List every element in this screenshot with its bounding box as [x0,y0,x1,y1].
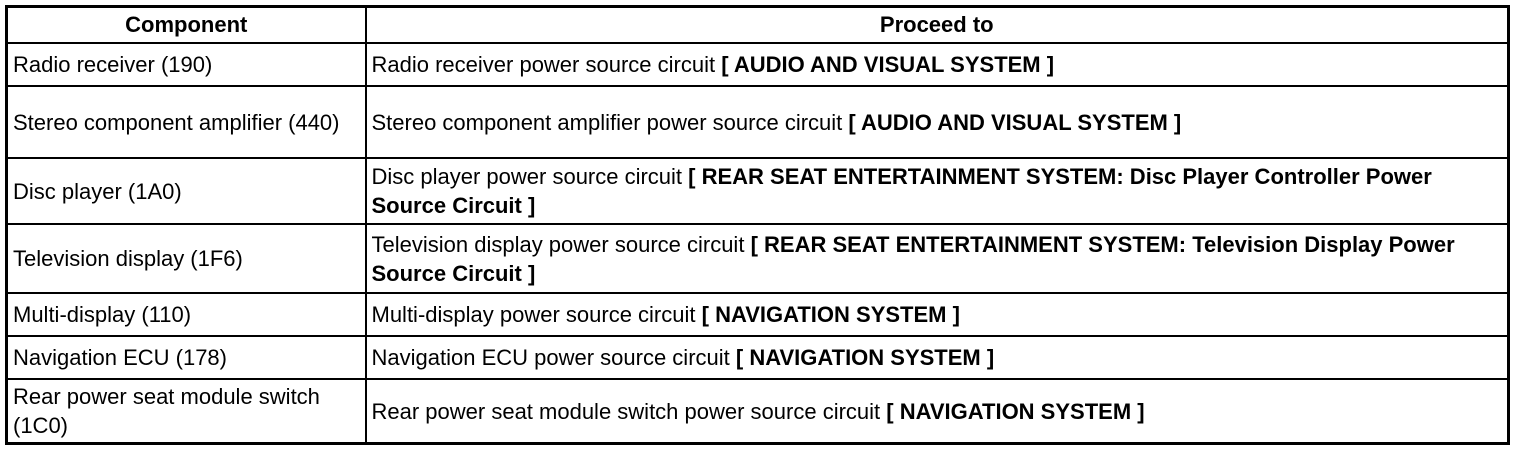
header-component: Component [5,5,367,44]
reference-link[interactable]: [ NAVIGATION SYSTEM ] [735,345,995,370]
proceed-to-cell: Disc player power source circuit [ REAR … [364,157,1510,225]
circuit-text: Stereo component amplifier power source … [371,109,843,135]
table-row: Navigation ECU (178) Navigation ECU powe… [5,335,1510,380]
circuit-text: Multi-display power source circuit [371,302,696,327]
header-proceed-to: Proceed to [364,5,1510,44]
circuit-text: Navigation ECU power source circuit [371,345,730,370]
proceed-to-cell: Television display power source circuit … [364,223,1510,294]
table-header-row: Component Proceed to [5,5,1510,44]
table-row: Multi-display (110) Multi-display power … [5,292,1510,337]
component-cell: Navigation ECU (178) [5,335,367,380]
component-cell: Television display (1F6) [5,223,367,294]
proceed-to-table: Component Proceed to Radio receiver (190… [5,5,1510,445]
document-page: Component Proceed to Radio receiver (190… [5,5,1510,445]
circuit-text: Rear power seat module switch power sour… [371,398,881,424]
component-cell: Rear power seat module switch (1C0) [5,378,367,445]
table-row: Stereo component amplifier (440) Stereo … [5,85,1510,159]
reference-link[interactable]: [ REAR SEAT ENTERTAINMENT SYSTEM: Televi… [371,231,1455,286]
reference-link[interactable]: [ NAVIGATION SYSTEM ] [886,398,1145,424]
reference-link[interactable]: [ AUDIO AND VISUAL SYSTEM ] [721,52,1055,77]
proceed-to-cell: Radio receiver power source circuit [ AU… [364,42,1510,87]
proceed-to-cell: Navigation ECU power source circuit [ NA… [364,335,1510,380]
reference-link[interactable]: [ REAR SEAT ENTERTAINMENT SYSTEM: Disc P… [371,164,1432,218]
reference-link[interactable]: [ NAVIGATION SYSTEM ] [701,302,960,327]
component-cell: Stereo component amplifier (440) [5,85,367,159]
proceed-to-cell: Rear power seat module switch power sour… [364,378,1510,445]
circuit-text: Disc player power source circuit [371,164,683,189]
table-row: Television display (1F6) Television disp… [5,223,1510,294]
table-row: Disc player (1A0) Disc player power sour… [5,157,1510,225]
table-row: Radio receiver (190) Radio receiver powe… [5,42,1510,87]
reference-link[interactable]: [ AUDIO AND VISUAL SYSTEM ] [848,109,1182,135]
proceed-to-cell: Stereo component amplifier power source … [364,85,1510,159]
circuit-text: Radio receiver power source circuit [371,52,716,77]
circuit-text: Television display power source circuit [371,231,745,257]
component-cell: Multi-display (110) [5,292,367,337]
component-cell: Radio receiver (190) [5,42,367,87]
proceed-to-cell: Multi-display power source circuit [ NAV… [364,292,1510,337]
component-cell: Disc player (1A0) [5,157,367,225]
table-row: Rear power seat module switch (1C0) Rear… [5,378,1510,445]
